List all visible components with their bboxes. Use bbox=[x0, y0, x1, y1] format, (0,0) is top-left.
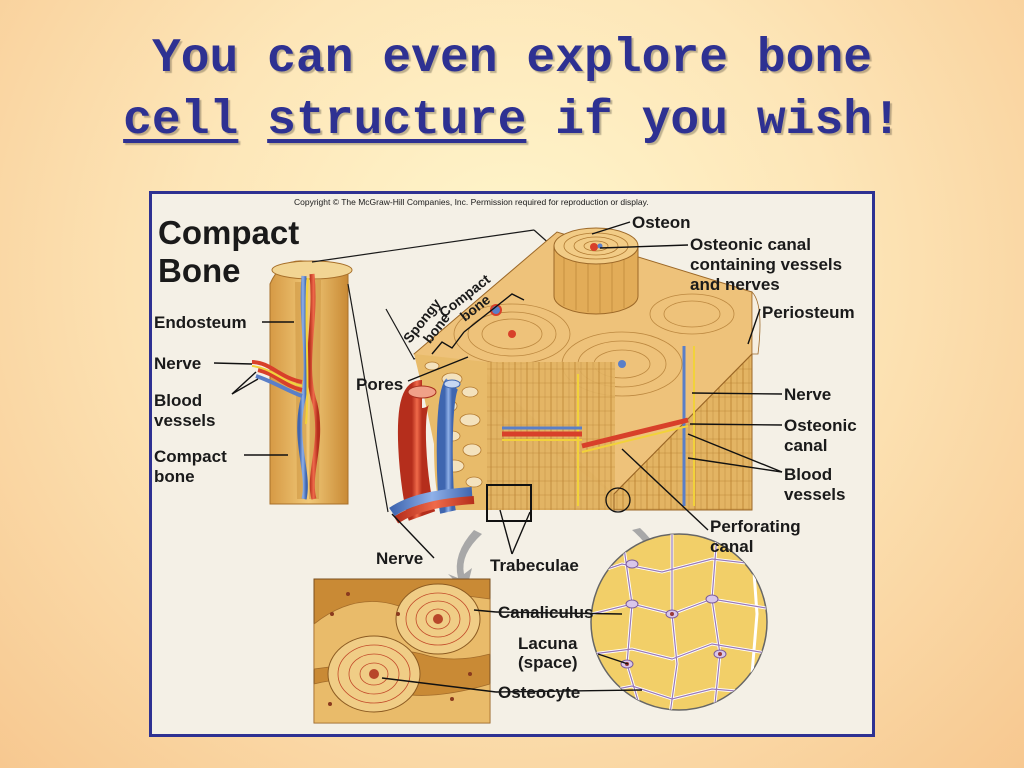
label-osteonic-canal-1: Osteonic canal bbox=[690, 235, 811, 254]
title-word-structure: structure bbox=[267, 94, 527, 148]
title-line-2: cell structure if you wish! bbox=[0, 90, 1024, 152]
heading-bone: Bone bbox=[158, 252, 241, 289]
lacunae-inset bbox=[590, 533, 768, 711]
label-blood-right-2: vessels bbox=[784, 485, 845, 504]
label-osteonic-r1: Osteonic bbox=[784, 416, 857, 435]
bone-diagram: Copyright © The McGraw-Hill Companies, I… bbox=[154, 197, 857, 724]
title-line-1: You can even explore bone bbox=[151, 32, 873, 86]
label-osteonic-r2: canal bbox=[784, 436, 827, 455]
label-perforating-1: Perforating bbox=[710, 517, 801, 536]
slide-title: You can even explore bone cell structure… bbox=[0, 28, 1024, 152]
title-line-2-rest: if you wish! bbox=[526, 94, 901, 148]
title-word-cell: cell bbox=[123, 94, 239, 148]
label-compact-1: Compact bbox=[154, 447, 227, 466]
label-blood-right-1: Blood bbox=[784, 465, 832, 484]
label-perforating-2: canal bbox=[710, 537, 753, 556]
label-lacuna-2: (space) bbox=[518, 653, 578, 672]
leader-lines bbox=[213, 221, 783, 693]
label-blood-left-1: Blood bbox=[154, 391, 202, 410]
label-osteocyte: Osteocyte bbox=[498, 683, 580, 702]
label-blood-left-2: vessels bbox=[154, 411, 215, 430]
copyright-text: Copyright © The McGraw-Hill Companies, I… bbox=[294, 197, 649, 207]
label-endosteum: Endosteum bbox=[154, 313, 247, 332]
label-canaliculus: Canaliculus bbox=[498, 603, 593, 622]
label-nerve-left: Nerve bbox=[154, 354, 201, 373]
label-pores: Pores bbox=[356, 375, 403, 394]
label-periosteum: Periosteum bbox=[762, 303, 855, 322]
label-nerve-right: Nerve bbox=[784, 385, 831, 404]
label-trabeculae: Trabeculae bbox=[490, 556, 579, 575]
label-osteonic-canal-2: containing vessels bbox=[690, 255, 842, 274]
bone-diagram-frame: Copyright © The McGraw-Hill Companies, I… bbox=[149, 191, 875, 737]
osteon-inset bbox=[313, 578, 491, 724]
heading-compact: Compact bbox=[158, 214, 299, 251]
label-lacuna-1: Lacuna bbox=[518, 634, 578, 653]
zoom-guides bbox=[311, 229, 553, 513]
label-compact-2: bone bbox=[154, 467, 195, 486]
label-osteon: Osteon bbox=[632, 213, 691, 232]
label-nerve-bottom: Nerve bbox=[376, 549, 423, 568]
region-bracket bbox=[431, 293, 525, 355]
bone-block bbox=[389, 227, 761, 524]
label-osteonic-canal-3: and nerves bbox=[690, 275, 780, 294]
long-bone-segment bbox=[251, 260, 353, 505]
